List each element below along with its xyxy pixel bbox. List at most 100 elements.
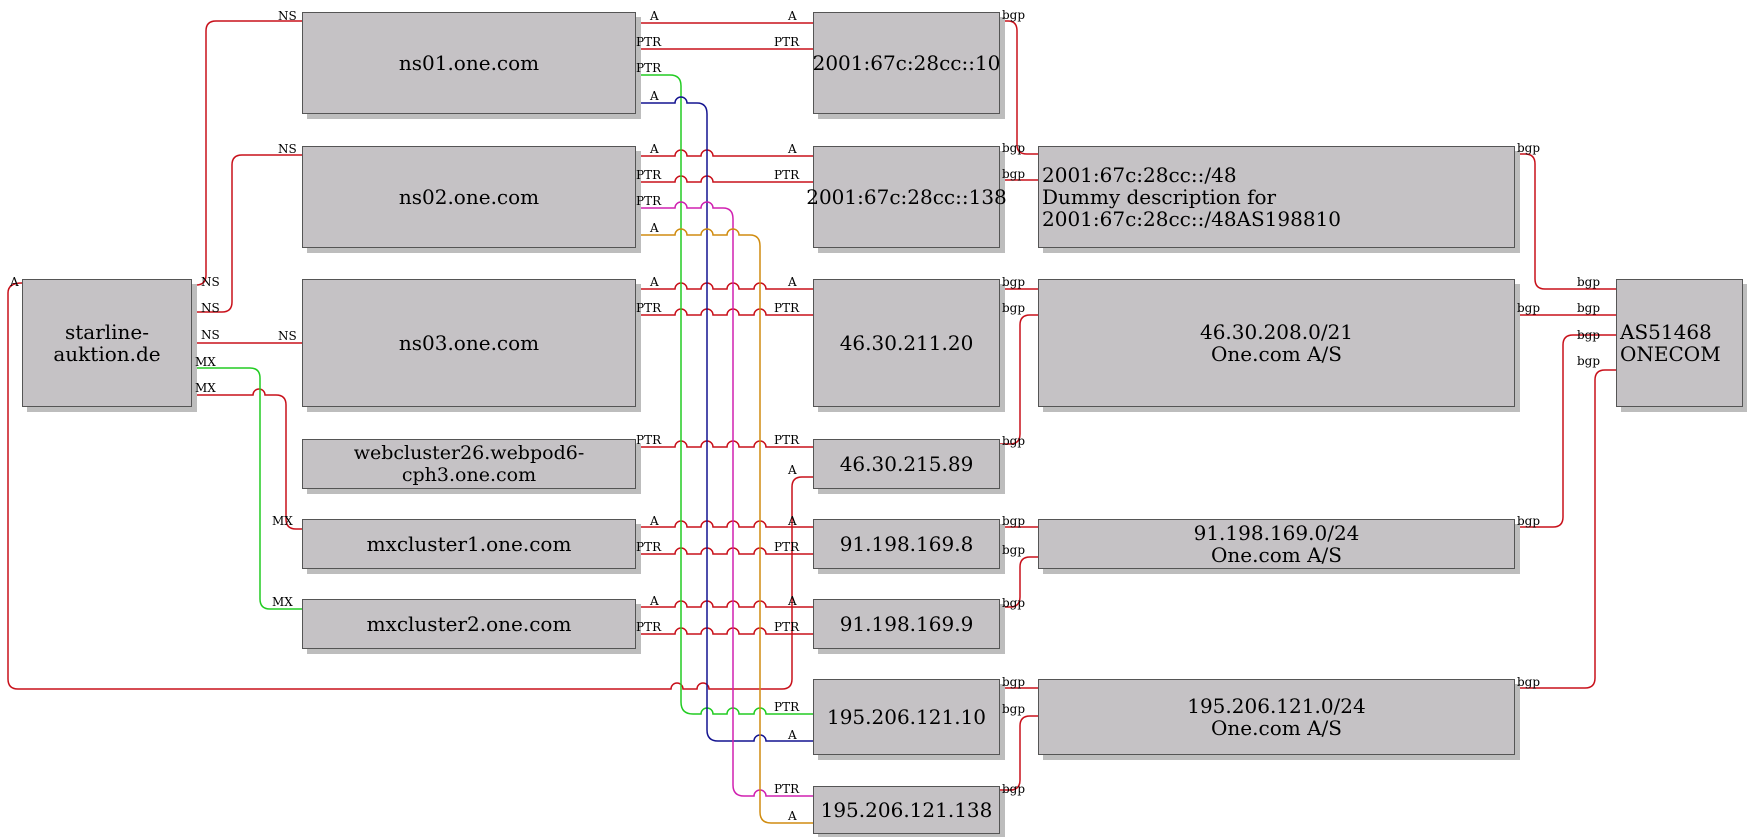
edge-label-ns: NS	[201, 328, 220, 342]
edge-label-a: A	[788, 463, 797, 477]
edge-bgp-pfx195-asn	[1515, 369, 1616, 689]
node-pfx91-line1: 91.198.169.0/24	[1193, 521, 1360, 545]
edge-domain-ns01	[190, 20, 302, 286]
node-pfx46-line1: 46.30.208.0/21	[1199, 320, 1354, 344]
edge-ns02-ptr	[636, 175, 813, 183]
edge-label-bgp: bgp	[1577, 328, 1601, 342]
edge-bgp-pfx91-asn	[1515, 334, 1616, 528]
edge-label-ptr: PTR	[774, 620, 800, 634]
node-ip-46-89-label: 46.30.215.89	[839, 452, 974, 476]
edge-label-a: A	[788, 594, 797, 608]
edge-bgp-pfx6-asn	[1515, 153, 1616, 290]
edge-label-ptr: PTR	[636, 61, 662, 75]
edge-mx2-a	[636, 600, 813, 608]
node-pfx6-line1: 2001:67c:28cc::/48	[1042, 163, 1237, 187]
node-ip-91-8[interactable]: 91.198.169.8	[813, 519, 1000, 569]
edge-label-ptr: PTR	[636, 301, 662, 315]
edge-label-ptr: PTR	[636, 168, 662, 182]
edge-ns02-a-195-138	[636, 228, 813, 824]
edge-label-a: A	[788, 514, 797, 528]
edge-label-ptr: PTR	[636, 540, 662, 554]
node-mx1[interactable]: mxcluster1.one.com	[302, 519, 636, 569]
edge-label-bgp: bgp	[1517, 301, 1541, 315]
edge-label-mx: MX	[195, 355, 216, 369]
node-ns01[interactable]: ns01.one.com	[302, 12, 636, 114]
edge-label-ptr: PTR	[774, 433, 800, 447]
node-ns02-label: ns02.one.com	[398, 185, 540, 209]
edge-label-bgp: bgp	[1577, 301, 1601, 315]
node-ip-46-20-label: 46.30.211.20	[839, 331, 974, 355]
node-ip6-10[interactable]: 2001:67c:28cc::10	[813, 12, 1000, 114]
node-ip-195-138[interactable]: 195.206.121.138	[813, 786, 1000, 834]
edge-label-a: A	[650, 275, 659, 289]
node-domain-label: starline-auktion.de	[53, 320, 161, 366]
edge-label-ptr: PTR	[636, 433, 662, 447]
node-ip-46-20[interactable]: 46.30.211.20	[813, 279, 1000, 407]
node-ip-46-89[interactable]: 46.30.215.89	[813, 439, 1000, 489]
node-pfx6-line2: Dummy description for 2001:67c:28cc::/48…	[1042, 185, 1342, 231]
edge-bgp-91-9	[1000, 556, 1038, 608]
edge-label-ptr: PTR	[774, 168, 800, 182]
edge-label-a: A	[788, 728, 797, 742]
node-ip6-138[interactable]: 2001:67c:28cc::138	[806, 146, 1007, 248]
edge-label-ptr: PTR	[636, 35, 662, 49]
node-ip6-138-label: 2001:67c:28cc::138	[806, 185, 1007, 209]
edge-label-bgp: bgp	[1517, 141, 1541, 155]
node-ns03-label: ns03.one.com	[398, 331, 540, 355]
edge-domain-a	[7, 282, 813, 690]
node-pfx46-line2: One.com A/S	[1211, 342, 1342, 366]
edge-label-ns: NS	[201, 301, 220, 315]
edge-label-bgp: bgp	[1577, 275, 1601, 289]
edge-label-ptr: PTR	[774, 782, 800, 796]
node-ip-91-8-label: 91.198.169.8	[839, 532, 974, 556]
edge-label-bgp: bgp	[1002, 675, 1026, 689]
edge-mx1-ptr	[636, 547, 813, 555]
node-ns01-label: ns01.one.com	[398, 51, 540, 75]
edge-label-bgp: bgp	[1002, 141, 1026, 155]
node-ip-195-138-label: 195.206.121.138	[820, 798, 993, 822]
node-ip-91-9[interactable]: 91.198.169.9	[813, 599, 1000, 649]
node-ip-195-10[interactable]: 195.206.121.10	[813, 679, 1000, 755]
node-mx1-label: mxcluster1.one.com	[366, 532, 572, 556]
edge-label-mx: MX	[272, 595, 293, 609]
edge-mx1-a	[636, 520, 813, 528]
edge-label-a: A	[650, 594, 659, 608]
edge-label-bgp: bgp	[1002, 782, 1026, 796]
node-webcluster-label: webcluster26.webpod6-cph3.one.com	[353, 442, 585, 486]
node-domain[interactable]: starline-auktion.de	[22, 279, 192, 407]
edge-label-bgp: bgp	[1002, 434, 1026, 448]
edge-label-bgp: bgp	[1002, 596, 1026, 610]
node-webcluster[interactable]: webcluster26.webpod6-cph3.one.com	[302, 439, 636, 489]
edge-label-ns: NS	[201, 275, 220, 289]
edge-ns02-ptr-195-138	[636, 201, 813, 797]
node-ip6-10-label: 2001:67c:28cc::10	[812, 51, 1001, 75]
edge-label-ptr: PTR	[774, 700, 800, 714]
edge-ns03-ptr	[636, 308, 813, 316]
edge-label-a: A	[650, 142, 659, 156]
edge-label-bgp: bgp	[1002, 301, 1026, 315]
node-ns02[interactable]: ns02.one.com	[302, 146, 636, 248]
edge-label-mx: MX	[272, 514, 293, 528]
edge-domain-mx2	[190, 367, 302, 610]
edge-label-ns: NS	[278, 9, 297, 23]
edge-bgp-46-89	[1000, 314, 1038, 445]
edge-label-bgp: bgp	[1002, 514, 1026, 528]
edge-ns01-a-195-10	[636, 96, 813, 742]
node-ns03[interactable]: ns03.one.com	[302, 279, 636, 407]
edges-red	[7, 20, 1616, 791]
edge-label-a: A	[650, 89, 659, 103]
edge-bgp-ip6-10	[1000, 20, 1038, 155]
edge-label-ns: NS	[278, 329, 297, 343]
edge-label-mx: MX	[195, 381, 216, 395]
edge-label-bgp: bgp	[1002, 167, 1026, 181]
node-pfx195-line1: 195.206.121.0/24	[1187, 694, 1366, 718]
edge-label-a: A	[650, 221, 659, 235]
edge-label-bgp: bgp	[1517, 675, 1541, 689]
node-mx2[interactable]: mxcluster2.one.com	[302, 599, 636, 649]
